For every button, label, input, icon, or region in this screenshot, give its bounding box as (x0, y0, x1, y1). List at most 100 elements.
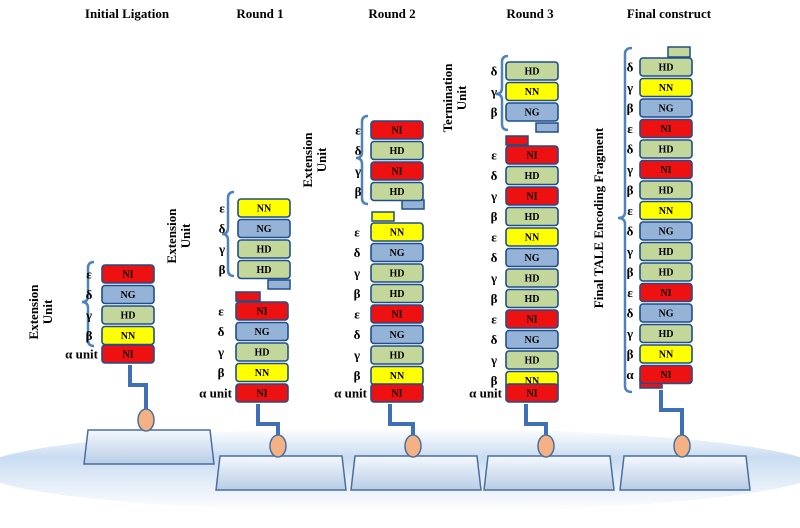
round3-incoming-unit-0-label: HD (525, 67, 540, 78)
final-unit-5-box (639, 159, 693, 180)
round1-greek-3: β (218, 365, 225, 380)
round1-incoming-unit-0-label: NN (257, 204, 272, 215)
final-unit-0-label: HD (659, 63, 674, 74)
round1-unit-2-box (235, 342, 289, 362)
round3-incoming-unit-2-label: NG (525, 108, 540, 119)
round2-incoming-unit-3-box (370, 181, 424, 202)
final-unit-9: HD (639, 241, 693, 262)
round3-unit-5: NG (505, 247, 559, 268)
round1-alpha-unit: NI (235, 383, 289, 403)
round3-alpha-unit-box (505, 383, 559, 403)
round3-greek-4: ε (491, 230, 497, 245)
round2-unit-6: HD (370, 345, 424, 365)
round3-alpha-unit: NI (505, 383, 559, 403)
final-greek-11: ε (627, 285, 633, 300)
final-unit-2-box (639, 98, 693, 118)
round2-unit-2-label: HD (390, 269, 405, 280)
round3-incoming-unit-2-box (505, 102, 559, 122)
final-unit-4-label: HD (659, 145, 674, 156)
final-greek-15: α (626, 367, 634, 382)
final-fragment-label: Final TALE Encoding Fragment (591, 127, 606, 308)
round2-incoming-greek-0: ε (355, 123, 361, 138)
final-unit-6-label: HD (659, 186, 674, 197)
round2-incoming-unit-1-box (370, 140, 424, 161)
round2-alpha-unit: NI (370, 383, 424, 403)
round2-incoming-greek-2: γ (354, 164, 361, 179)
round3-incoming-greek-1: γ (490, 84, 497, 99)
round3-termination-label-line2: Unit (454, 85, 469, 110)
initial-greek-0: ε (86, 267, 92, 282)
round2-incoming-overhang (401, 199, 425, 210)
initial-unit-1: NG (101, 284, 155, 305)
final-unit-8-box (639, 221, 693, 241)
final-greek-3: ε (627, 121, 633, 136)
round2-greek-1: δ (354, 245, 361, 260)
round1-bead (269, 434, 287, 458)
final-fragment-label-text: Final TALE Encoding Fragment (591, 127, 606, 308)
final-greek-7: ε (627, 203, 633, 218)
round1-unit-0-box (235, 301, 289, 321)
round2-overhang-top (371, 211, 395, 222)
final-unit-12: NG (639, 303, 693, 323)
round3-unit-7-box (505, 288, 559, 309)
final-unit-10-box (639, 262, 693, 282)
round3-greek-5: δ (491, 250, 498, 265)
initial-extension-bracket (81, 260, 95, 348)
round1-unit-2-label: HD (255, 348, 270, 359)
final-greek-8: δ (627, 224, 634, 239)
round3-unit-4: NN (505, 227, 559, 247)
round3-greek-8: ε (491, 312, 497, 327)
initial-unit-0: NI (101, 264, 155, 284)
round2-greek-5: δ (354, 327, 361, 342)
final-greek-13: γ (626, 326, 633, 341)
round2-greek-0: ε (354, 225, 360, 240)
round2-unit-6-label: HD (390, 351, 405, 362)
final-unit-7-box (639, 200, 693, 221)
initial-bead (137, 408, 155, 432)
initial-greek-3: β (86, 328, 93, 343)
final-unit-6: HD (639, 180, 693, 200)
final-unit-11: NI (639, 282, 693, 303)
round1-incoming-unit-3: HD (237, 259, 291, 280)
final-greek-9: γ (626, 244, 633, 259)
final-unit-6-box (639, 180, 693, 200)
heading-initial-ligation: Initial Ligation (85, 6, 170, 21)
round3-greek-0: ε (491, 148, 497, 163)
final-greek-6: β (627, 183, 634, 198)
final-unit-9-box (639, 241, 693, 262)
final-unit-7: NN (639, 200, 693, 221)
round3-unit-7: HD (505, 288, 559, 309)
round1-greek-2: γ (217, 345, 224, 360)
round2-unit-2-box (370, 263, 424, 283)
round2-incoming-unit-3-label: HD (390, 187, 405, 198)
final-unit-14: NN (639, 344, 693, 364)
round3-unit-10-box (505, 350, 559, 370)
round3-unit-5-label: NG (525, 253, 540, 264)
final-unit-11-label: NI (660, 288, 671, 299)
round3-unit-0: NI (505, 145, 559, 165)
round2-incoming-greek-1: δ (355, 143, 362, 158)
round2-unit-7-label: NN (390, 371, 405, 382)
final-unit-12-box (639, 303, 693, 323)
round1-unit-2: HD (235, 342, 289, 362)
final-unit-15-box (639, 364, 693, 385)
final-unit-4: HD (639, 139, 693, 159)
final-greek-10: β (627, 265, 634, 280)
round1-extension-label: Extension Unit (164, 208, 193, 264)
round1-greek-0: ε (218, 304, 224, 319)
round3-bead (537, 434, 555, 458)
round3-incoming-unit-1: NN (505, 81, 559, 102)
initial-linker (128, 365, 148, 410)
round2-incoming-unit-0-label: NI (391, 126, 402, 137)
round2-greek-6: γ (353, 348, 360, 363)
round3-greek-6: γ (490, 271, 497, 286)
round1-overhang-top (235, 291, 261, 302)
initial-base (83, 365, 215, 465)
round3-unit-3: HD (505, 206, 559, 227)
round1-unit-3: NN (235, 362, 289, 383)
final-unit-8-label: NG (659, 227, 674, 238)
round2-unit-4: NI (370, 304, 424, 324)
final-greek-12: δ (627, 306, 634, 321)
round2-unit-4-label: NI (391, 310, 402, 321)
